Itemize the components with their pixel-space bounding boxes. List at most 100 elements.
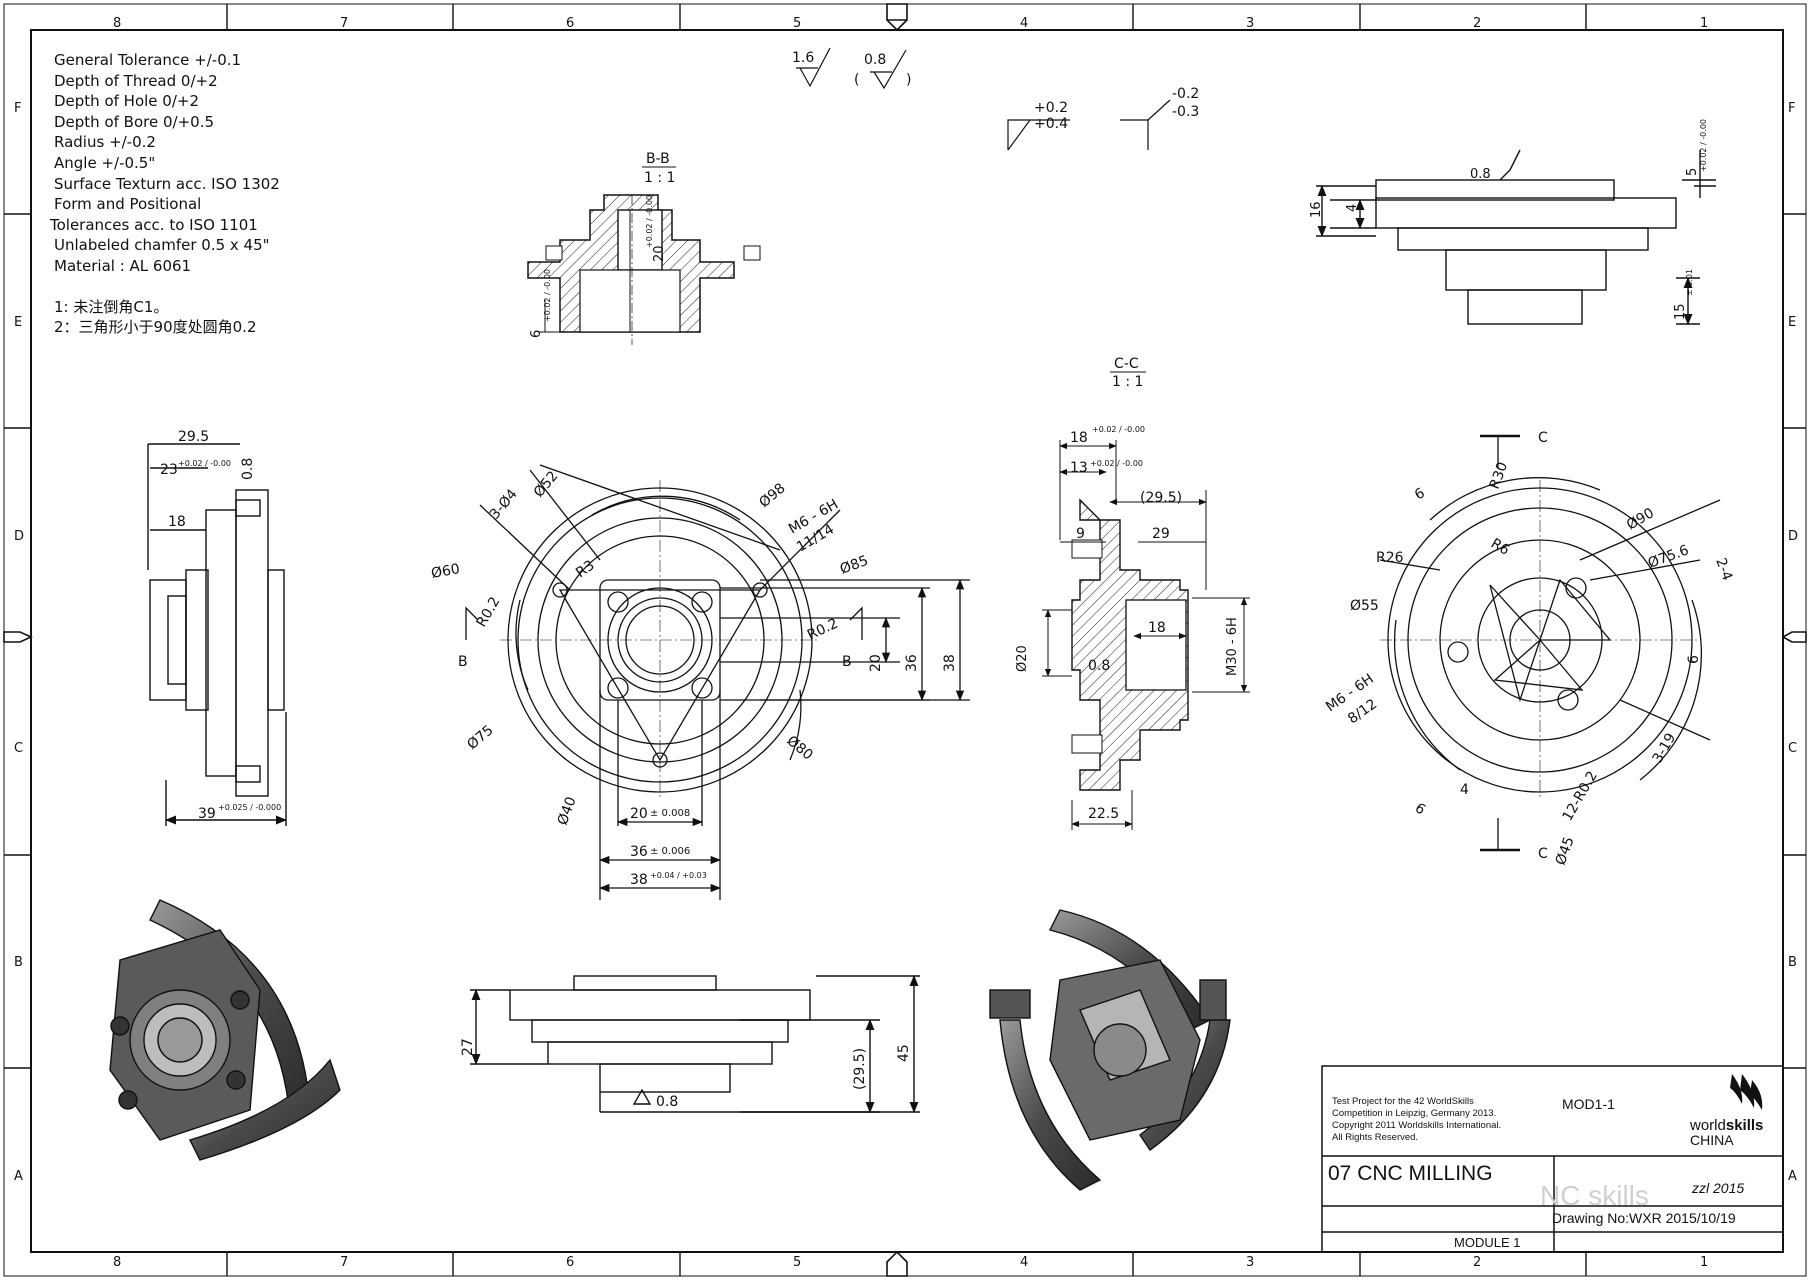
svg-text:1 : 1: 1 : 1 [1112,374,1143,390]
side-left-view [147,443,288,826]
section-bb-view: B-B 1 : 1 20 +0.02 / -0.00 6 +0.02 / -0.… [527,151,761,345]
svg-text:+0.02 / -0.00: +0.02 / -0.00 [1090,459,1143,468]
section-cc-view: C-C 1 : 1 18 13 +0.02 / -0.00 +0.02 / -0… [1015,356,1250,830]
bottom-center-dims: 27 (29.5) 45 0.8 [460,1038,912,1110]
svg-text:M30 - 6H: M30 - 6H [1225,617,1240,676]
svg-text:B: B [842,654,852,670]
top-right-view [1316,149,1716,326]
svg-text:): ) [906,72,911,88]
svg-text:B: B [1788,955,1797,970]
svg-text:Ø98: Ø98 [756,480,788,511]
svg-text:3-19: 3-19 [1650,730,1680,766]
general-notes: General Tolerance +/-0.1 Depth of Thread… [50,50,280,338]
svg-text:E: E [1788,315,1796,330]
svg-text:29: 29 [1152,526,1170,542]
svg-text:6: 6 [566,1255,574,1270]
svg-text:C: C [1538,846,1548,862]
iso-view-left [109,899,341,1161]
svg-text:A: A [14,1169,23,1184]
svg-text:15: 15 [1673,303,1688,320]
bottom-center-view [470,974,920,1114]
svg-text:F: F [1788,101,1795,116]
surface-values: 1.6 0.8 ( ) [792,50,911,88]
svg-text:C: C [1538,430,1548,446]
note-line: Form and Positional [54,195,202,214]
svg-text:± 0.01: ± 0.01 [1685,269,1694,296]
svg-text:0.8: 0.8 [1470,167,1491,182]
note-line: Depth of Hole 0/+2 [54,92,200,111]
svg-text:45: 45 [896,1044,912,1062]
svg-text:Ø80: Ø80 [783,733,815,764]
note-line: Radius +/-0.2 [54,133,156,152]
svg-text:2: 2 [1473,16,1481,31]
right-front-dims: C C 6 R30 Ø90 R6 Ø75.6 R26 2-4 Ø55 6 M6 … [1323,430,1735,867]
svg-text:C-C: C-C [1114,356,1139,372]
svg-text:39: 39 [198,806,216,822]
svg-text:29.5: 29.5 [178,429,209,445]
note-line: General Tolerance +/-0.1 [54,51,242,69]
svg-text:23: 23 [160,462,178,478]
svg-text:Ø75.6: Ø75.6 [1646,542,1691,571]
svg-text:D: D [14,529,24,544]
svg-text:0.8: 0.8 [1088,658,1110,674]
svg-text:27: 27 [460,1038,476,1056]
svg-text:± 0.008: ± 0.008 [650,808,690,819]
svg-text:3-Ø4: 3-Ø4 [487,486,521,522]
svg-text:2: 2 [1473,1255,1481,1270]
svg-text:+0.02 / -0.00: +0.02 / -0.00 [1092,425,1145,434]
author-stamp: zzl 2015 [1692,1180,1745,1196]
svg-text:+0.2: +0.2 [1034,100,1068,116]
svg-text:Ø85: Ø85 [838,553,871,578]
svg-text:20: 20 [868,654,884,672]
right-front-view [1379,434,1721,852]
svg-text:38: 38 [942,654,958,672]
svg-text:E: E [14,315,22,330]
svg-text:13: 13 [1070,460,1088,476]
center-marks [3,3,1807,1277]
svg-text:6: 6 [1412,485,1428,503]
svg-text:+0.02 / -0.00: +0.02 / -0.00 [1699,119,1708,172]
svg-text:R0.2: R0.2 [474,594,504,630]
note-line: Unlabeled chamfer 0.5 x 45" [54,236,270,255]
svg-text:4: 4 [1460,782,1469,798]
svg-text:R30: R30 [1487,460,1511,491]
svg-text:38: 38 [630,872,648,888]
svg-text:F: F [14,101,21,116]
note-line: Tolerances acc. to ISO 1101 [50,215,258,234]
svg-text:B: B [458,654,468,670]
title-block-description: Test Project for the 42 WorldSkills Comp… [1332,1096,1502,1143]
note-cn-1: 1: 未注倒角C1。 [54,297,169,316]
angle-tolerance-symbols [1007,99,1171,151]
svg-text:D: D [1788,529,1798,544]
svg-text:6: 6 [1686,655,1702,664]
svg-text:8: 8 [113,16,121,31]
svg-text:(: ( [854,72,859,88]
svg-text:20: 20 [630,806,648,822]
svg-text:36: 36 [904,654,920,672]
svg-text:C: C [1788,741,1797,756]
svg-text:Ø20: Ø20 [1015,645,1030,672]
svg-text:1: 1 [1700,1255,1708,1270]
svg-text:4: 4 [1345,204,1360,212]
svg-text:Ø55: Ø55 [1350,598,1379,614]
svg-text:3: 3 [1246,1255,1254,1270]
svg-text:18: 18 [168,514,186,530]
svg-text:+0.02 / -0.00: +0.02 / -0.00 [543,269,552,322]
svg-text:0.8: 0.8 [656,1094,678,1110]
worldskills-logo-icon [1730,1074,1763,1110]
svg-text:+0.4: +0.4 [1034,116,1068,132]
svg-text:18: 18 [1148,620,1166,636]
front-view [465,464,970,900]
svg-text:8: 8 [113,1255,121,1270]
svg-text:1 : 1: 1 : 1 [644,170,675,186]
svg-text:7: 7 [340,16,348,31]
worldskills-logo: worldskills CHINA [1690,1117,1764,1148]
module-code: MOD1-1 [1562,1096,1615,1112]
svg-text:+0.02 / -0.00: +0.02 / -0.00 [178,459,231,468]
top-right-dims: 0.8 16 4 5 +0.02 / -0.00 15 ± 0.01 [1309,119,1708,320]
drawing-title: 07 CNC MILLING [1328,1162,1493,1185]
svg-text:22.5: 22.5 [1088,806,1119,822]
side-left-dims: 29.5 23 +0.02 / -0.00 0.8 18 39 +0.025 /… [160,429,281,822]
svg-text:0.8: 0.8 [240,458,256,480]
